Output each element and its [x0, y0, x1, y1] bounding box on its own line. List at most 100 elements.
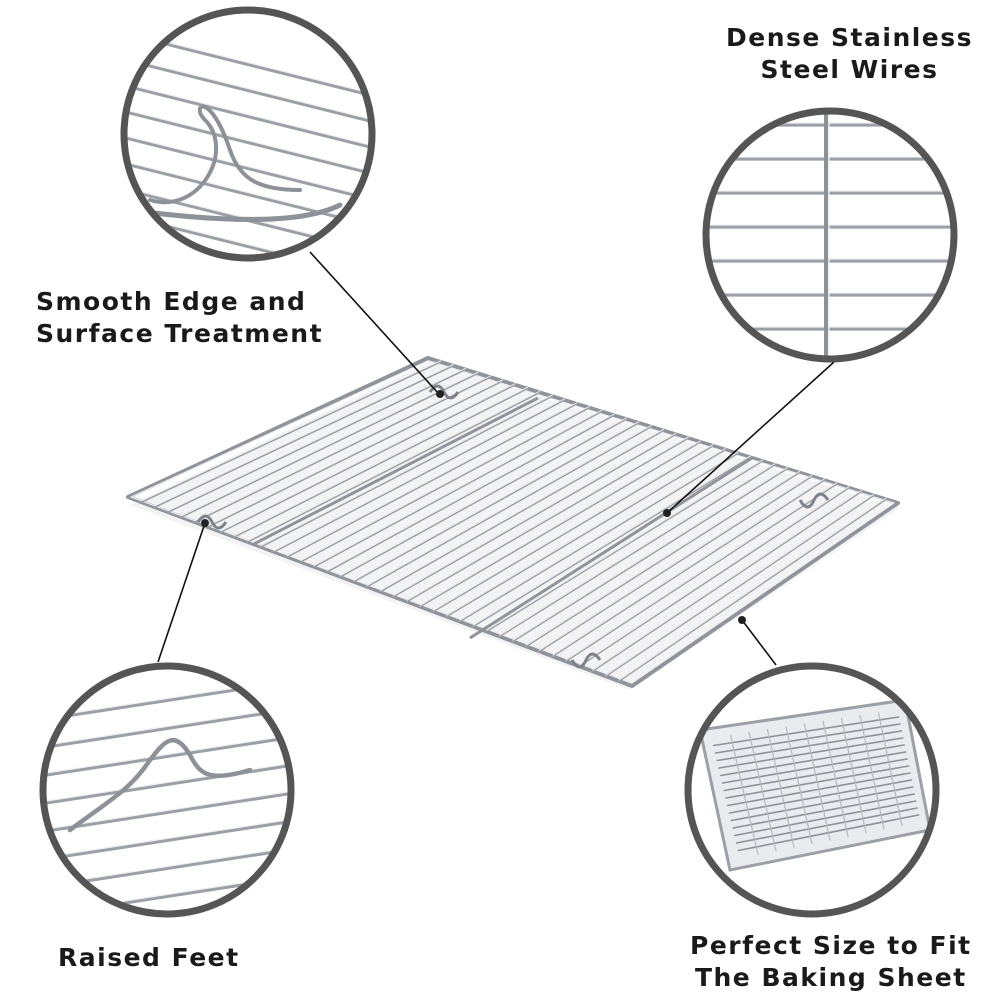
rack-wire-highlight	[512, 467, 788, 641]
callout-ring	[702, 107, 958, 363]
callout-raised-feet	[39, 662, 295, 918]
baking-sheet-rack-crosswire	[803, 723, 831, 841]
rack-wire	[352, 421, 640, 583]
rack-wire	[577, 486, 850, 668]
callout-ring	[120, 6, 376, 262]
rack-wire-highlight	[154, 363, 454, 507]
rack-wire	[365, 425, 652, 588]
rack-wire-highlight	[579, 486, 850, 666]
rack-wire	[153, 364, 454, 509]
zoom-wire-highlight	[124, 79, 372, 151]
rack-wire	[193, 375, 491, 523]
rack-wire-highlight	[419, 440, 702, 606]
feature-label-dense-wires: Dense Stainless Steel Wires	[726, 22, 973, 86]
baking-sheet-rack-crosswire	[877, 712, 903, 827]
zoom-wire	[124, 132, 372, 206]
rack-foot	[570, 652, 602, 669]
rack-support-bar	[251, 396, 539, 547]
rack-foot	[428, 384, 460, 400]
rack-wire	[325, 414, 615, 573]
rack-wire	[458, 452, 739, 623]
rack-frame-highlight	[130, 360, 895, 684]
rack-wire-highlight	[499, 463, 776, 636]
rack-wire	[591, 490, 862, 673]
rack-wire	[617, 498, 887, 683]
feature-label-line: Surface Treatment	[36, 319, 324, 348]
zoom-wire	[124, 54, 372, 128]
zoom-wire	[43, 734, 291, 778]
callout-smooth-edge	[120, 6, 376, 262]
callout-ring	[684, 662, 940, 918]
zoom-wire-highlight	[43, 761, 291, 803]
zoom-wire-highlight	[124, 105, 372, 177]
rack-wire-highlight	[300, 405, 590, 561]
feature-label-line: Raised Feet	[58, 943, 240, 972]
feature-label-smooth-edge: Smooth Edge and Surface Treatment	[36, 286, 323, 350]
rack-wire	[485, 459, 764, 633]
rack-wire	[511, 467, 788, 643]
zoom-wire-highlight	[124, 131, 372, 203]
rack-wire	[206, 379, 504, 528]
rack-wire-highlight	[446, 447, 726, 616]
baking-sheet-rack-crosswire	[729, 734, 759, 856]
zoom-wire-highlight	[43, 789, 291, 831]
callout-perfect-size	[684, 662, 940, 918]
rack-wire-highlight	[393, 432, 677, 596]
rack-wire-highlight	[433, 444, 714, 611]
zoom-raised-foot	[67, 737, 253, 833]
zoom-wire	[124, 80, 372, 154]
zoom-frame-edge	[127, 202, 343, 222]
rack-wire-highlight	[247, 390, 541, 542]
rack-wire-highlight	[181, 371, 479, 517]
zoom-wire	[124, 106, 372, 180]
zoom-foot-bend	[148, 104, 302, 205]
feature-label-line: Dense Stainless	[726, 23, 974, 52]
leader-lines	[157, 251, 835, 666]
rack-wire-highlight	[207, 379, 504, 527]
rack-wire	[445, 448, 726, 618]
rack-wire	[524, 471, 801, 648]
leader-dot	[663, 509, 671, 517]
rack-wire	[564, 482, 838, 663]
rack-wire-highlight	[605, 493, 875, 676]
rack-wire-highlight	[313, 409, 603, 566]
baking-sheet-rack-crosswire	[822, 720, 849, 838]
rack-wire	[219, 383, 516, 533]
rack-frame	[126, 356, 900, 688]
rack-wire-highlight	[618, 497, 887, 681]
rack-wire	[431, 444, 714, 613]
leader-line-smooth-edge	[309, 251, 439, 394]
rack-wire-highlight	[565, 482, 838, 661]
baking-sheet-rack-crosswire	[748, 731, 777, 852]
rack-wire-highlight	[472, 455, 751, 626]
baking-sheet-rack-crosswire	[766, 728, 795, 848]
zoom-wire-highlight	[124, 53, 372, 125]
zoom-wire	[43, 818, 291, 862]
rack-wires	[140, 360, 887, 683]
rack-wire-highlight	[526, 470, 801, 646]
rack-wire	[538, 475, 813, 653]
baking-sheet-rack-crosswire	[840, 717, 867, 834]
zoom-baking-sheet	[698, 698, 932, 872]
feature-label-perfect-size: Perfect Size to Fit The Baking Sheet	[690, 930, 972, 994]
rack-wire	[179, 372, 479, 518]
rack-wire-highlight	[274, 398, 566, 551]
rack-wire-highlight	[260, 394, 553, 546]
feature-label-line: Perfect Size to Fit	[690, 931, 972, 960]
rack-wire	[140, 360, 442, 504]
zoom-wire-highlight	[43, 817, 291, 859]
rack-foot	[798, 492, 830, 509]
rack-wire-highlight	[486, 459, 763, 631]
rack-wire	[259, 395, 553, 548]
rack-wire	[246, 391, 541, 543]
rack-wire	[551, 479, 825, 658]
rack-wire-highlight	[194, 375, 491, 522]
rack-wire-highlight	[366, 425, 652, 586]
baking-sheet-rack-crosswire	[859, 714, 885, 830]
rack-wire	[233, 387, 529, 538]
feature-label-line: Smooth Edge and	[36, 287, 307, 316]
rack-wire	[498, 463, 776, 638]
rack-wire	[272, 398, 566, 553]
